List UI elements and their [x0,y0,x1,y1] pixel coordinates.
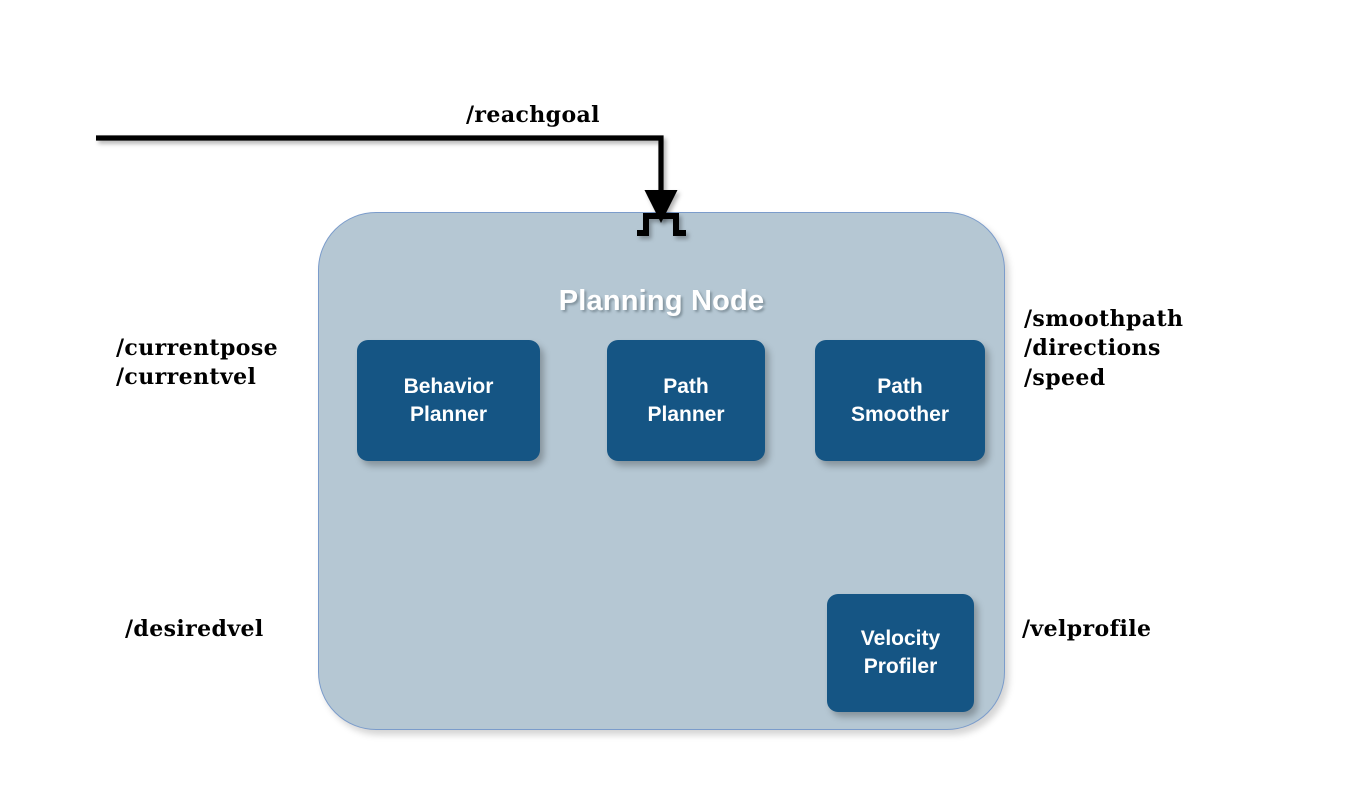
planning-node-title: Planning Node [558,285,765,317]
connector-reachgoal [96,135,678,224]
topic-label-reachgoal: /reachgoal [466,102,600,128]
block-path-planner-label: Path Planner [647,374,725,426]
block-behavior-planner-label: Behavior Planner [403,374,494,426]
block-path-smoother-label: Path Smoother [850,374,949,426]
block-path-planner[interactable]: Path Planner [607,340,765,461]
block-velocity-profiler-label: Velocity Profiler [860,627,941,678]
block-behavior-planner[interactable]: Behavior Planner [357,340,540,461]
block-velocity-profiler[interactable]: Velocity Profiler [827,594,974,712]
planning-node-panel: Planning Node [318,212,1005,730]
block-path-smoother[interactable]: Path Smoother [815,340,985,461]
topic-label-current-state: /currentpose /currentvel [116,335,279,391]
topic-label-outputs: /smoothpath /directions /speed [1024,306,1184,391]
topic-label-velprofile: /velprofile [1022,616,1152,642]
topic-label-desiredvel: /desiredvel [125,616,264,642]
